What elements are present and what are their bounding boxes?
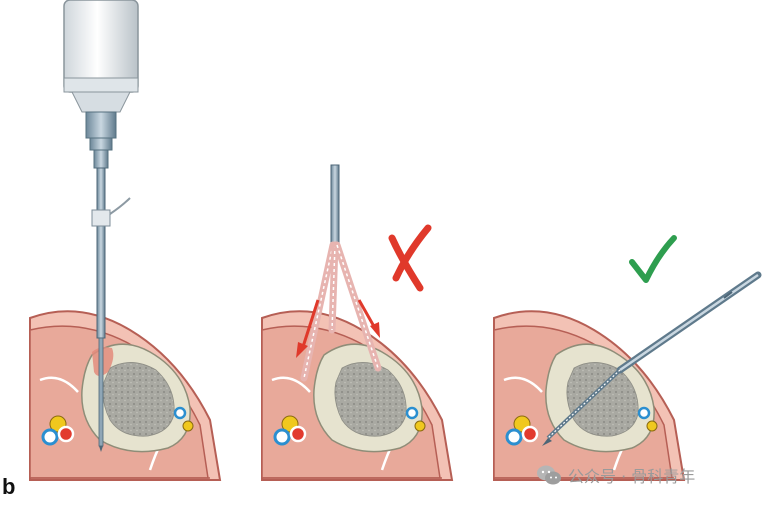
correct-check-icon — [629, 235, 677, 283]
wechat-icon — [537, 465, 561, 485]
needle-shaft — [330, 164, 340, 246]
panel-oblique-insertion — [492, 235, 762, 482]
oblique-needle — [542, 271, 762, 446]
syringe — [63, 0, 139, 169]
watermark-text: 公众号 · 骨科青年 — [568, 467, 696, 486]
biopsy-needle — [91, 167, 131, 452]
watermark: 公众号 · 骨科青年 — [536, 463, 695, 487]
panel-letter: b — [2, 474, 16, 499]
incorrect-x-icon — [388, 224, 432, 292]
panel-fan-insertion — [260, 164, 454, 482]
fanned-needles — [300, 241, 382, 382]
panel-vertical-insertion — [28, 0, 222, 482]
direction-arrows — [296, 299, 380, 358]
